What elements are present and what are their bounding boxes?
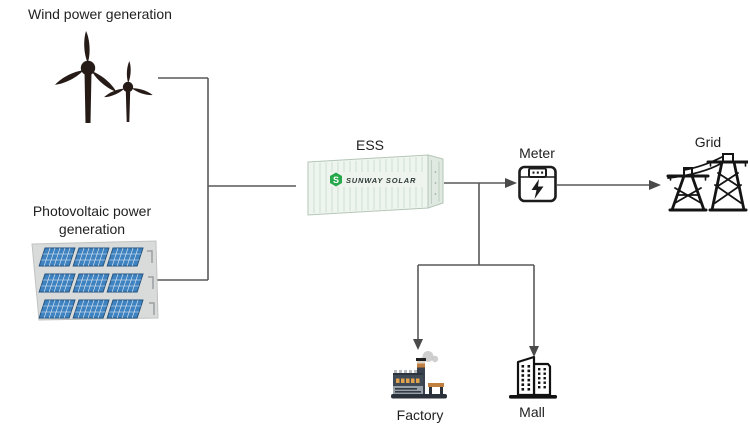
factory-label: Factory bbox=[396, 407, 444, 423]
small-turbine bbox=[104, 61, 153, 122]
ess-label: ESS bbox=[355, 137, 384, 153]
grid-arrowhead bbox=[649, 180, 661, 190]
wind-turbines-icon bbox=[55, 31, 153, 123]
sunway-logo-icon bbox=[330, 172, 342, 187]
mall-arrowhead bbox=[529, 346, 539, 357]
wind-label: Wind power generation bbox=[28, 6, 172, 22]
mall-windows bbox=[521, 365, 546, 391]
brand-text: SUNWAY SOLAR bbox=[346, 176, 416, 185]
battery-container-icon: S SUNWAY SOLAR bbox=[307, 154, 444, 216]
meter-label: Meter bbox=[519, 145, 555, 161]
transmission-towers-icon bbox=[666, 153, 748, 212]
power-wires bbox=[667, 156, 723, 179]
mall-label: Mall bbox=[519, 404, 545, 420]
factory-arrowhead bbox=[413, 339, 423, 350]
brand-badge bbox=[327, 172, 423, 187]
container-end-doors bbox=[431, 160, 440, 204]
electric-meter-icon bbox=[518, 165, 557, 203]
lightning-bolt-icon bbox=[531, 179, 544, 199]
container-end bbox=[427, 154, 444, 209]
side-structure bbox=[428, 383, 444, 394]
mall-right-building bbox=[532, 362, 552, 397]
meter-arrowhead bbox=[505, 178, 517, 188]
pv-label-line1: Photovoltaic power bbox=[32, 203, 152, 219]
pv-label-line2: generation bbox=[58, 221, 126, 237]
left-pylon bbox=[666, 167, 710, 212]
sunway-logo-letter: S bbox=[333, 175, 339, 185]
pv-label: Photovoltaic power generation bbox=[18, 202, 166, 238]
factory-base bbox=[391, 394, 447, 399]
large-turbine bbox=[55, 31, 117, 123]
right-pylon bbox=[706, 153, 748, 212]
mall-building-icon bbox=[509, 355, 557, 399]
solar-panels-icon bbox=[31, 240, 159, 321]
panel-rows bbox=[38, 247, 155, 319]
factory-building bbox=[393, 370, 423, 394]
factory-icon bbox=[391, 351, 447, 399]
mall-left-building bbox=[516, 355, 536, 397]
grid-label: Grid bbox=[694, 134, 722, 150]
